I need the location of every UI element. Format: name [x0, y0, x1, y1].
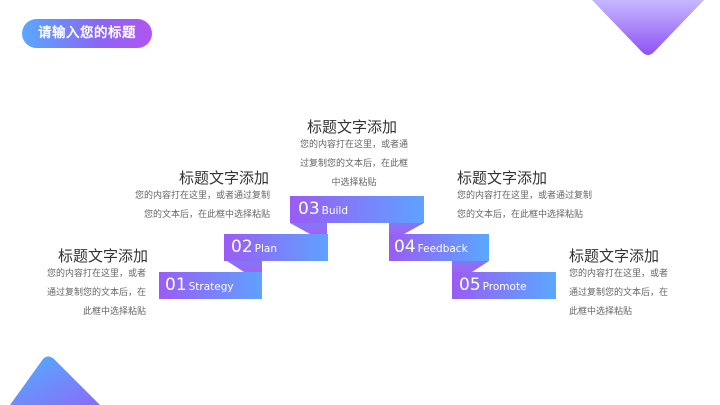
page-title: 请输入您的标题 [22, 19, 152, 48]
block-1-title: 标题文字添加 [58, 247, 149, 265]
block-1-line: 通过复制您的文本后，在 [46, 288, 146, 298]
block-2-desc: 您的内容打在这里，或者通过复制 您的文本后，在此框中选择粘贴 [120, 187, 270, 225]
block-1-line: 您的内容打在这里，或者 [46, 269, 146, 279]
step-04-label: Feedback [417, 243, 468, 255]
block-3-desc: 您的内容打在这里，或者通 过复制您的文本后，在此框 中选择粘贴 [292, 136, 416, 193]
decorative-triangle-bottom [10, 356, 100, 405]
block-2-line: 您的文本后，在此框中选择粘贴 [143, 210, 270, 220]
block-2-line: 您的内容打在这里，或者通过复制 [134, 191, 270, 201]
step-02-number: 02 [231, 237, 253, 257]
step-03-label: Build [321, 205, 348, 217]
step-bar-03 [290, 196, 424, 223]
fold-right-1 [389, 223, 424, 234]
block-5-line: 此框中选择粘贴 [569, 307, 633, 317]
block-1-line: 此框中选择粘贴 [82, 307, 146, 317]
block-1-desc: 您的内容打在这里，或者 通过复制您的文本后，在 此框中选择粘贴 [36, 265, 146, 322]
decorative-triangle-top [592, 0, 704, 55]
step-bar-02 [224, 234, 328, 261]
fold-right-2 [452, 261, 489, 272]
block-3-title: 标题文字添加 [307, 118, 398, 136]
block-4-line: 您的内容打在这里，或者通过复制 [457, 191, 593, 201]
block-4-desc: 您的内容打在这里，或者通过复制 您的文本后，在此框中选择粘贴 [457, 187, 607, 225]
step-05-number: 05 [459, 275, 481, 295]
step-bar-04 [389, 234, 489, 261]
step-02-label: Plan [254, 243, 277, 255]
block-5-line: 您的内容打在这里，或者 [569, 269, 669, 279]
step-05-label: Promote [482, 281, 527, 293]
block-5-desc: 您的内容打在这里，或者 通过复制您的文本后，在 此框中选择粘贴 [569, 265, 684, 322]
block-5-line: 通过复制您的文本后，在 [569, 288, 669, 298]
step-01-number: 01 [165, 275, 187, 295]
block-3-line: 中选择粘贴 [331, 178, 377, 188]
block-5-title: 标题文字添加 [569, 247, 660, 265]
block-3-line: 您的内容打在这里，或者通 [299, 140, 408, 150]
block-4-title: 标题文字添加 [457, 169, 548, 187]
fold-left-2 [290, 223, 327, 234]
step-bar-01 [159, 272, 262, 299]
step-bar-05 [452, 272, 556, 299]
block-2-title: 标题文字添加 [179, 169, 270, 187]
block-3-line: 过复制您的文本后，在此框 [299, 159, 408, 169]
step-03-number: 03 [298, 199, 320, 219]
fold-left-1 [227, 261, 262, 272]
block-4-line: 您的文本后，在此框中选择粘贴 [457, 210, 584, 220]
step-04-number: 04 [394, 237, 416, 257]
step-01-label: Strategy [188, 281, 234, 293]
